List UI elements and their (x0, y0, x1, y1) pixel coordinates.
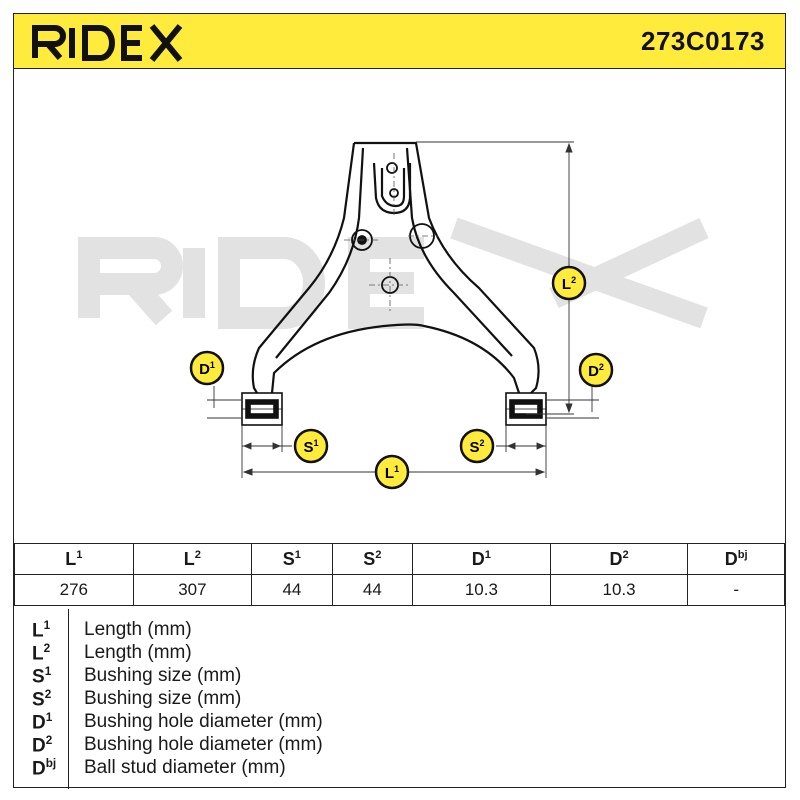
technical-drawing: L2 D1 D2 S1 S2 L1 (14, 68, 785, 543)
control-arm-outline (251, 141, 540, 399)
header-cell: D1 (412, 543, 551, 575)
spec-table-value-row: 276 307 44 44 10.3 10.3 - (14, 574, 785, 606)
legend: L1 Length (mm) L2 Length (mm) S1 Bushing… (14, 609, 785, 789)
legend-description: Length (mm) (84, 619, 192, 640)
legend-item: S2 Bushing size (mm) (14, 688, 785, 711)
left-bushing (241, 392, 283, 426)
legend-description: Bushing size (mm) (84, 688, 242, 709)
value-cell: 10.3 (549, 574, 689, 606)
right-bushing (505, 392, 547, 426)
value-cell: 10.3 (412, 574, 551, 606)
part-number: 273C0173 (641, 26, 765, 56)
legend-symbol: L1 (32, 619, 51, 642)
svg-text:L2: L2 (562, 275, 576, 293)
legend-description: Length (mm) (84, 642, 192, 663)
legend-item: L2 Length (mm) (14, 642, 785, 665)
svg-text:D2: D2 (588, 362, 604, 380)
spec-sheet: 273C0173 (13, 13, 786, 789)
header-cell: S2 (331, 543, 414, 575)
header-cell: D2 (549, 543, 689, 575)
legend-item: D2 Bushing hole diameter (mm) (14, 734, 785, 757)
svg-text:S1: S1 (303, 438, 318, 456)
svg-text:D1: D1 (199, 360, 215, 378)
spec-table-header-row: L1 L2 S1 S2 D1 D2 Dbj (14, 543, 785, 575)
value-cell: 276 (14, 574, 134, 606)
value-cell: - (687, 574, 785, 606)
legend-description: Bushing hole diameter (mm) (84, 734, 323, 755)
legend-symbol: S1 (32, 665, 52, 688)
value-cell: 307 (132, 574, 253, 606)
spec-table: L1 L2 S1 S2 D1 D2 Dbj 276 307 44 44 10.3… (14, 543, 785, 606)
header-bar: 273C0173 (14, 14, 785, 69)
legend-item: S1 Bushing size (mm) (14, 665, 785, 688)
badge-l2: L2 (551, 265, 587, 301)
header-cell: Dbj (687, 543, 785, 575)
centerlines (344, 153, 438, 313)
value-cell: 44 (331, 574, 414, 606)
badge-d2: D2 (578, 352, 614, 388)
legend-symbol: D1 (32, 711, 53, 734)
legend-item: D1 Bushing hole diameter (mm) (14, 711, 785, 734)
legend-symbol: Dbj (32, 757, 57, 780)
header-cell: S1 (251, 543, 333, 575)
legend-divider (68, 609, 69, 789)
badge-s1: S1 (293, 428, 329, 464)
svg-text:S2: S2 (469, 438, 484, 456)
legend-symbol: L2 (32, 642, 51, 665)
watermark-logo (78, 217, 709, 329)
legend-description: Ball stud diameter (mm) (84, 757, 286, 778)
dimension-lines (207, 141, 599, 478)
header-cell: L2 (132, 543, 253, 575)
badge-s2: S2 (459, 428, 495, 464)
legend-symbol: S2 (32, 688, 52, 711)
header-cell: L1 (14, 543, 134, 575)
legend-item: Dbj Ball stud diameter (mm) (14, 757, 785, 780)
svg-text:L1: L1 (385, 464, 399, 482)
value-cell: 44 (251, 574, 333, 606)
legend-symbol: D2 (32, 734, 53, 757)
badge-d1: D1 (189, 350, 225, 386)
legend-description: Bushing size (mm) (84, 665, 242, 686)
legend-item: L1 Length (mm) (14, 619, 785, 642)
legend-description: Bushing hole diameter (mm) (84, 711, 323, 732)
brand-logo (30, 22, 200, 67)
badge-l1: L1 (374, 454, 410, 490)
